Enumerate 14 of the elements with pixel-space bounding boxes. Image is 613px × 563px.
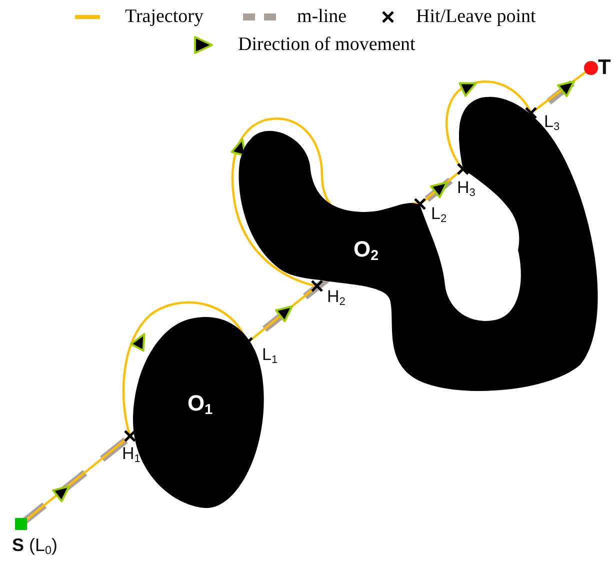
hit-point-label: H$_{3}$ (457, 179, 476, 199)
goal-label: T (598, 57, 611, 78)
legend-label: m-line (297, 7, 347, 26)
leave-point-label: L$_{2}$ (431, 205, 447, 225)
legend-label: Hit/Leave point (416, 7, 536, 26)
hit-point-label: H$_{1}$ (122, 445, 140, 465)
start-label: S (L$_{0}$) (12, 536, 58, 557)
leave-point-label: L$_{1}$ (262, 346, 278, 366)
hit-point-label: H$_{2}$ (327, 288, 346, 308)
obstacle-label: O$_{1}$ (187, 392, 213, 418)
leave-point-label: L$_{3}$ (544, 113, 560, 133)
legend-label: Direction of movement (238, 35, 416, 54)
obstacle-label: O$_{2}$ (353, 238, 379, 264)
legend-label: Trajectory (125, 7, 204, 26)
